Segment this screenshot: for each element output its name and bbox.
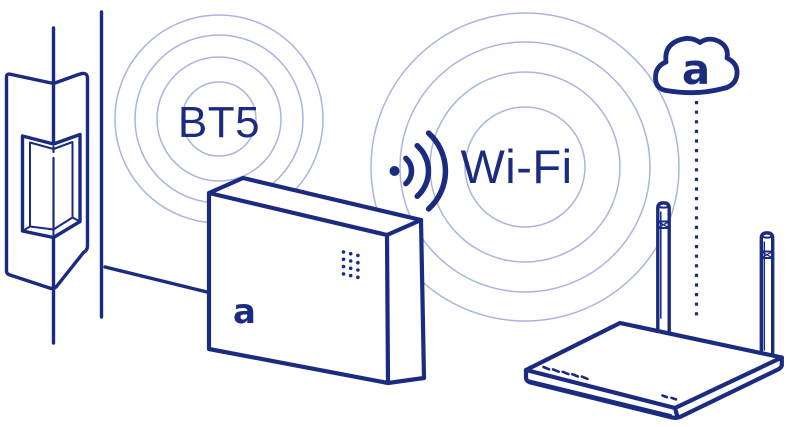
strike-bridge-wire bbox=[103, 265, 209, 294]
wifi-label: Wi-Fi bbox=[460, 140, 572, 193]
cloud-icon: a bbox=[653, 36, 740, 96]
bridge-speaker-dots bbox=[341, 250, 360, 280]
router-antenna-right bbox=[759, 231, 775, 364]
bt5-label: BT5 bbox=[178, 98, 260, 147]
bridge-logo-a: a bbox=[233, 292, 256, 332]
router-antenna-left bbox=[656, 201, 671, 336]
door-strike-icon bbox=[4, 10, 104, 345]
router-led-dashes bbox=[542, 365, 678, 401]
wifi-router-icon bbox=[523, 201, 784, 420]
wifi-signal-rings-icon bbox=[370, 12, 680, 322]
cloud-logo-a: a bbox=[682, 45, 710, 94]
bridge-box-icon: a bbox=[206, 175, 427, 386]
wifi-signal-icon bbox=[389, 130, 449, 212]
